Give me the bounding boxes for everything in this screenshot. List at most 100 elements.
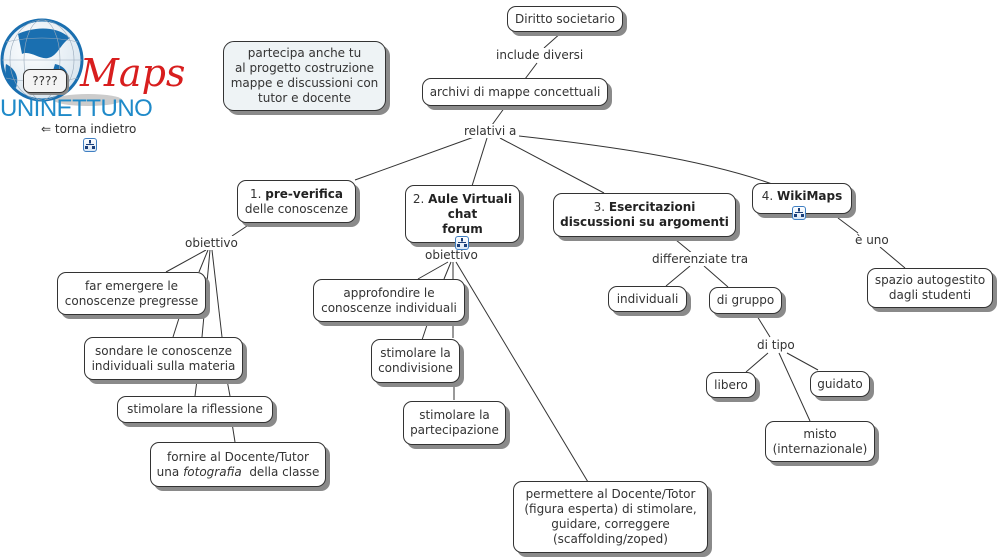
node-sondare[interactable]: sondare le conoscenze individuali sulla …	[84, 337, 243, 380]
link-differenziate-individuali	[665, 265, 691, 287]
node-label: misto	[803, 426, 837, 441]
node-approfondire[interactable]: approfondire le conoscenze individuali	[313, 279, 465, 322]
link-diritto-include	[543, 31, 563, 49]
node-diritto-societario[interactable]: Diritto societario	[507, 6, 623, 32]
link-relativi-n1	[354, 136, 475, 181]
node-libero[interactable]: libero	[706, 372, 756, 398]
node-label: 3. Esercitazioni	[593, 200, 696, 214]
node-aule-virtuali[interactable]: 2. Aule Virtuali chat forum	[405, 185, 520, 243]
node-label: guidare, correggere	[551, 517, 670, 531]
info-box: partecipa anche tu al progetto costruzio…	[223, 41, 386, 111]
node-label: condivisione	[378, 361, 453, 375]
node-condivisione[interactable]: stimolare la condivisione	[371, 339, 460, 383]
node-archivi[interactable]: archivi di mappe concettuali	[422, 78, 608, 106]
node-fornire[interactable]: fornire al Docente/Tutor una fotografia …	[150, 442, 326, 487]
node-label: forum	[442, 221, 483, 236]
info-line: tutor e docente	[258, 91, 351, 105]
node-label: spazio autogestito	[874, 273, 986, 287]
node-label: stimolare la	[380, 346, 451, 360]
node-label: permettere al Docente/Totor	[525, 487, 696, 501]
link-ob1-sondare	[201, 249, 211, 338]
node-label: delle conoscenze	[244, 201, 349, 216]
info-line: partecipa anche tu	[247, 46, 362, 60]
link-relativi-n3	[499, 137, 605, 194]
link-label-differenziate-tra: differenziate tra	[651, 252, 750, 266]
node-label: conoscenze pregresse	[64, 293, 199, 308]
node-label: partecipazione	[410, 423, 499, 437]
back-link[interactable]: ⇐ torna indietro	[41, 122, 137, 136]
node-label: chat	[447, 206, 478, 221]
node-label: archivi di mappe concettuali	[429, 84, 601, 99]
link-label-e-uno: è uno	[854, 233, 890, 247]
node-stimolare-riflessione[interactable]: stimolare la riflessione	[117, 396, 273, 423]
node-individuali[interactable]: individuali	[608, 286, 687, 312]
link-label-di-tipo: di tipo	[756, 338, 796, 352]
node-label: 2. Aule Virtuali	[412, 191, 513, 206]
node-spazio[interactable]: spazio autogestito dagli studenti	[867, 268, 993, 308]
node-label: conoscenze individuali	[321, 300, 457, 315]
link-label-include-diversi: include diversi	[495, 48, 585, 62]
link-euno-spazio	[879, 246, 906, 269]
link-ob1-far2	[198, 249, 209, 273]
node-label: individuali sulla materia	[91, 358, 236, 373]
node-esercitazioni[interactable]: 3. Esercitazioni discussioni su argoment…	[553, 193, 736, 237]
node-wikimaps[interactable]: 4. WikiMaps	[752, 183, 852, 214]
link-n1-obiettivo	[231, 223, 251, 237]
uninettuno-maps-logo: Maps ????	[0, 14, 190, 126]
node-label: individuali	[616, 291, 679, 306]
concept-map-icon[interactable]	[455, 236, 469, 250]
link-gruppo-ditipo	[756, 315, 771, 338]
link-sondare-riflessione	[194, 379, 198, 397]
link-ditipo-libero	[745, 352, 769, 373]
link-label-obiettivo: obiettivo	[184, 236, 239, 250]
link-differenziate-gruppo	[703, 265, 729, 288]
link-riflessione-fornire	[231, 422, 236, 443]
node-pre-verifica[interactable]: 1. pre-verifica delle conoscenze	[237, 180, 356, 223]
node-far-emergere[interactable]: far emergere le conoscenze pregresse	[57, 272, 206, 315]
node-label: (internazionale)	[772, 441, 868, 456]
node-label: approfondire le	[343, 285, 435, 300]
node-label: guidato	[817, 376, 863, 391]
link-include-archivi	[524, 62, 538, 80]
concept-map-icon[interactable]	[792, 206, 806, 220]
node-partecipazione[interactable]: stimolare la partecipazione	[403, 401, 506, 445]
link-ob1-sondare2	[211, 249, 223, 338]
node-label: sondare le conoscenze	[95, 343, 232, 358]
node-label: una fotografia della classe	[156, 464, 320, 479]
node-label: libero	[714, 377, 748, 392]
node-misto[interactable]: misto (internazionale)	[765, 421, 875, 462]
link-ob2-approfondire2	[443, 261, 452, 280]
node-label: stimolare la	[419, 408, 490, 422]
question-bubble[interactable]: ????	[23, 69, 67, 93]
link-ob2-permettere	[455, 261, 589, 483]
node-label: dagli studenti	[888, 288, 972, 302]
node-label: (figura esperta) di stimolare,	[524, 502, 697, 516]
link-relativi-n4	[518, 135, 776, 186]
node-di-gruppo[interactable]: di gruppo	[709, 287, 782, 314]
link-label-relativi-a: relativi a	[463, 124, 518, 138]
link-relativi-n2	[471, 137, 488, 187]
link-far-sondare	[172, 314, 181, 338]
link-ob2-approfondire	[417, 261, 449, 280]
link-n3-differenziate	[675, 239, 694, 255]
node-permettere[interactable]: permettere al Docente/Totor (figura espe…	[513, 481, 708, 553]
node-label: (scaffolding/zoped)	[553, 532, 668, 546]
info-line: al progetto costruzione	[234, 61, 375, 75]
link-ditipo-misto	[778, 352, 811, 422]
node-guidato[interactable]: guidato	[810, 371, 870, 397]
link-ditipo-guidato	[786, 352, 819, 371]
node-label: 1. pre-verifica	[249, 186, 343, 201]
link-ob1-far	[165, 249, 207, 273]
maps-wordmark: Maps	[79, 51, 185, 95]
concept-map-icon[interactable]	[83, 138, 97, 152]
info-line: mappe e discussioni con	[230, 76, 379, 90]
link-label-obiettivo: obiettivo	[425, 248, 478, 262]
uninettuno-brand: UNINETTUNO	[0, 95, 153, 122]
node-label: discussioni su argomenti	[560, 215, 729, 229]
link-archivi-relativi	[491, 106, 506, 126]
node-label: Diritto societario	[515, 11, 615, 26]
node-label: stimolare la riflessione	[127, 402, 263, 416]
node-label: far emergere le	[84, 278, 179, 293]
link-approfondire-condivisione	[421, 321, 429, 341]
